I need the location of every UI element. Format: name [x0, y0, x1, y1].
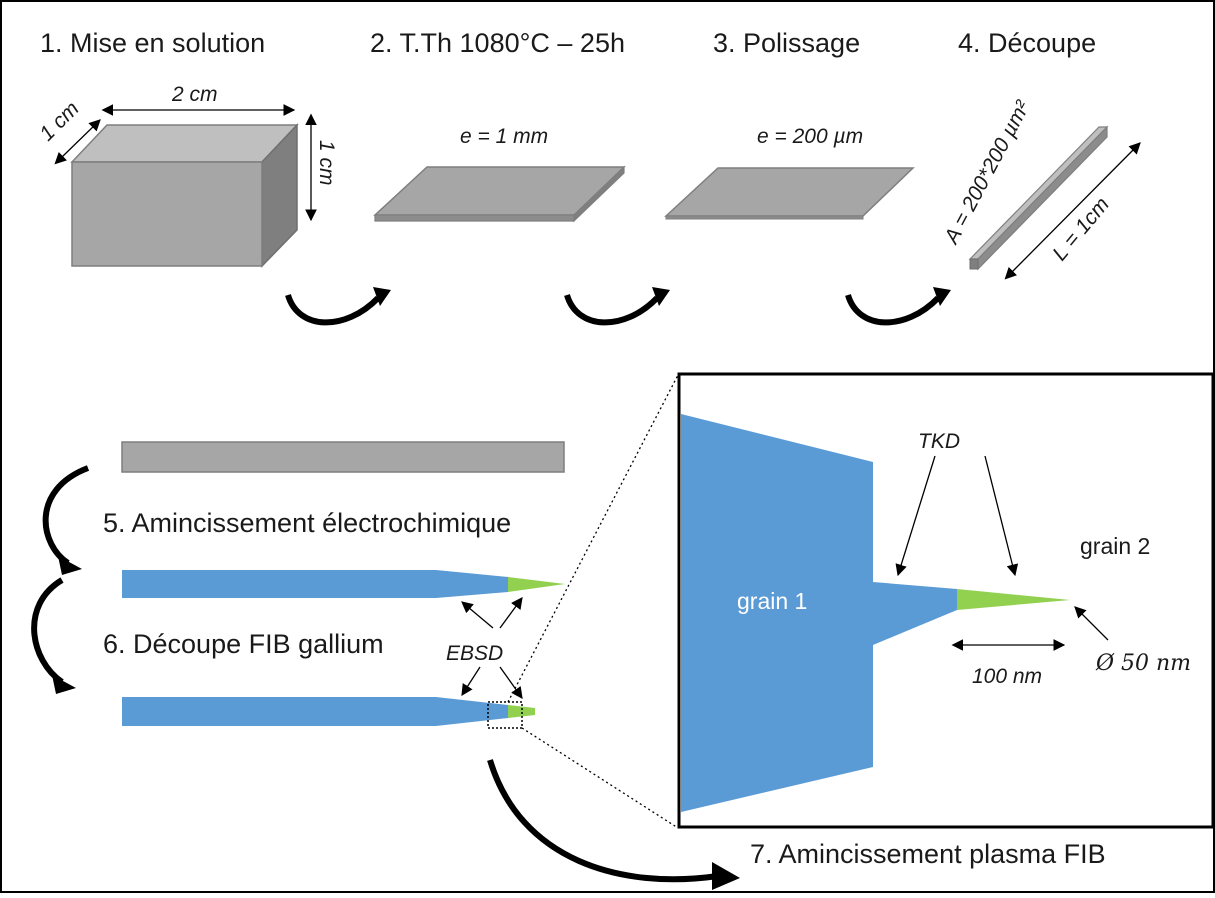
- step-2-title: 2. T.Th 1080°C – 25h: [370, 28, 625, 58]
- ebsd-arrow-upper-right: [499, 597, 523, 629]
- tip-diameter-label: Ø 50 nm: [1095, 651, 1191, 676]
- curved-arrow-1-2-head: [373, 287, 391, 306]
- tip-length-label: 100 nm: [972, 665, 1042, 688]
- curved-arrow-6-7: [487, 759, 719, 883]
- ebsd-arrow-lower-right: [499, 666, 523, 699]
- thinned-rod-green-tip: [508, 577, 565, 592]
- bar-end: [969, 258, 979, 270]
- curved-arrow-3-4-head: [933, 287, 951, 306]
- plate-1mm-front: [374, 214, 575, 222]
- curved-arrow-5-6-head: [52, 675, 76, 694]
- zoom-box: [487, 701, 523, 729]
- block-top-face: [70, 124, 299, 163]
- plate-200um-label: e = 200 µm: [757, 125, 863, 148]
- curved-arrow-5-6: [31, 577, 64, 685]
- step-1-title: 1. Mise en solution: [40, 28, 265, 58]
- curved-arrow-3-4: [845, 293, 941, 326]
- plate-200um-front: [665, 215, 864, 220]
- curved-arrow-4-5: [42, 465, 90, 566]
- zoom-line-lower: [521, 727, 679, 829]
- thinned-rod-blue: [122, 570, 508, 598]
- solution-block: [70, 123, 299, 268]
- grain-2-tip: [957, 589, 1070, 610]
- plate-1mm: [373, 165, 626, 223]
- tkd-label: TKD: [918, 430, 960, 453]
- curved-arrow-6-7-head: [712, 862, 740, 890]
- ebsd-label: EBSD: [446, 642, 503, 665]
- grain-1-label: grain 1: [737, 588, 807, 614]
- tkd-arrow-left: [895, 455, 936, 577]
- step-7-title: 7. Amincissement plasma FIB: [750, 839, 1106, 869]
- gray-bar: [121, 441, 565, 473]
- bar-length-arrow: [1004, 142, 1141, 280]
- block-height-label: 1 cm: [315, 140, 338, 186]
- plate-1mm-label: e = 1 mm: [460, 125, 548, 148]
- grain-1-shape: [681, 414, 957, 812]
- curved-arrow-1-2: [285, 293, 381, 326]
- curved-arrow-2-3-head: [652, 287, 670, 306]
- curved-arrow-4-5-head: [58, 556, 82, 575]
- step-5-title: 5. Amincissement électrochimique: [103, 508, 511, 538]
- zoom-line-upper: [507, 374, 679, 703]
- step-6-title: 6. Découpe FIB gallium: [103, 629, 384, 659]
- process-arrows-top: [285, 287, 951, 326]
- fib-rod-green-tip: [508, 705, 535, 718]
- block-front-face: [71, 161, 263, 267]
- ebsd-arrow-upper-left: [461, 601, 494, 629]
- block-depth-arrow: [54, 119, 101, 165]
- curved-arrow-2-3: [564, 293, 660, 326]
- plate-1mm-side: [573, 165, 625, 223]
- step-3-title: 3. Polissage: [713, 28, 860, 58]
- plate-200um: [664, 167, 915, 220]
- grain-2-label: grain 2: [1080, 533, 1150, 559]
- step-4-title: 4. Découpe: [958, 28, 1096, 58]
- block-width-label: 2 cm: [171, 83, 218, 106]
- ebsd-arrow-lower-left: [461, 666, 481, 696]
- tip-diameter-arrow: [1074, 606, 1109, 641]
- fib-rod-blue: [122, 697, 508, 726]
- tkd-arrow-right: [984, 455, 1019, 577]
